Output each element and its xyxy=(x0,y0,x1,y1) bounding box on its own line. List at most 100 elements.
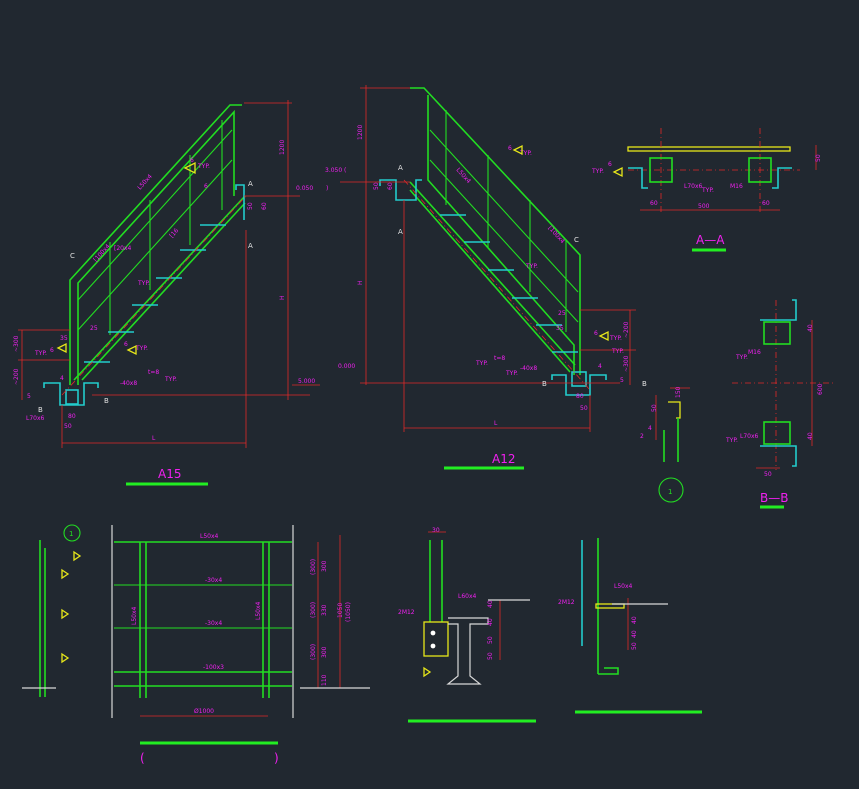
a12-midrail-2 xyxy=(429,159,579,323)
a15-dim-h-text: H xyxy=(279,295,286,300)
detail1-weld-2: 2 xyxy=(640,433,644,440)
aa-weld-symbol xyxy=(612,166,623,178)
a12-elev-top-paren: ( xyxy=(344,167,346,174)
aa-view-title: A—A xyxy=(696,233,725,247)
a15-mark-a1: A xyxy=(248,180,253,188)
a15-typ-1: TYP. xyxy=(197,163,210,170)
rail-dim-330: 330 xyxy=(321,604,328,616)
a15-dim-50: 50 xyxy=(247,202,254,210)
bb-bracket-top xyxy=(760,299,797,321)
a15-typ-2: TYP. xyxy=(137,280,150,287)
a15-dim-left-upper: ~300 xyxy=(13,335,20,352)
rail-detail-ref-circle xyxy=(63,524,81,542)
a12-view-title: A12 xyxy=(492,452,515,466)
a12-stringer-inner xyxy=(427,95,575,375)
a15-view-title: A15 xyxy=(158,467,181,481)
a15-centerline xyxy=(61,195,247,396)
a15-midrail-2 xyxy=(77,129,233,301)
rail-dim-total: 1050 xyxy=(337,603,344,618)
bb-angle-bottom xyxy=(763,421,791,445)
rail-toe-board-label: -100x3 xyxy=(203,664,224,671)
a12-member-c100: [100x4 xyxy=(547,225,566,246)
a15-midrail-1 xyxy=(77,159,233,331)
a15-weld-6d: 6 xyxy=(50,347,54,354)
a15-weld-5: 5 xyxy=(27,393,31,400)
aa-angle: L70x6 xyxy=(684,183,703,190)
d2-dim-50b: 50 xyxy=(487,652,494,660)
rail-dim-300c: (300) xyxy=(310,644,317,660)
a12-dim-right-lower: ~300 xyxy=(623,355,630,372)
a15-weld-6a: 6 xyxy=(190,157,194,164)
d3-dim-40: 40 xyxy=(631,616,638,624)
detail1-dim-150: 150 xyxy=(675,386,682,398)
rail-weld-3 xyxy=(61,652,70,664)
a12-dim-top-text: 1200 xyxy=(357,125,364,140)
rail-dim-300a: (300) xyxy=(310,559,317,575)
d3-angle xyxy=(598,667,619,675)
a12-stringer-outer xyxy=(410,87,581,375)
d3-plate xyxy=(595,603,625,609)
view-a12: 3.050 ( 0.000 1200 H L ~200 ~300 TYP. TY… xyxy=(325,85,647,432)
d3-dim-50: 50 xyxy=(631,642,638,650)
a15-mark-a2: A xyxy=(248,242,253,250)
d2-bolt-2 xyxy=(430,643,436,649)
detail1-callout-circle xyxy=(658,477,684,503)
rail-post-label-right: L50x4 xyxy=(255,601,262,620)
a12-typ-4: TYP. xyxy=(611,348,624,355)
a12-mark-c: C xyxy=(574,236,579,244)
a12-weld-symbol-1 xyxy=(512,144,523,156)
a15-stringer-outer xyxy=(69,104,242,385)
a12-midrail-1 xyxy=(429,129,579,293)
detail-1: 4 2 50 150 1 xyxy=(640,386,690,503)
a15-t8: t=8 xyxy=(148,369,159,376)
d2-weld-symbol xyxy=(423,666,432,678)
a15-dim-l-text: L xyxy=(152,435,156,442)
a15-base-bracket xyxy=(43,382,99,406)
a15-weld-4: 4 xyxy=(60,375,64,382)
d2-dim-40: 40 xyxy=(487,600,494,608)
a15-elev-top: 0.050 xyxy=(296,185,313,192)
a12-dim-80: 80 xyxy=(576,393,584,400)
a12-top-bracket xyxy=(379,179,422,201)
rail-detail-ref: 1 xyxy=(69,530,73,538)
a15-dim-25: 25 xyxy=(90,325,98,332)
a12-mark-a1: A xyxy=(398,164,403,172)
d2-dim-50: 50 xyxy=(487,636,494,644)
rail-weld-1 xyxy=(61,568,70,580)
aa-dim-right: 60 xyxy=(762,200,770,207)
a15-angle-l70: L70x6 xyxy=(26,415,45,422)
bb-dim-total: 600 xyxy=(817,383,824,395)
d3-bolt-label: 2M12 xyxy=(558,599,575,606)
detail1-weld-4: 4 xyxy=(648,425,652,432)
rail-weld-4 xyxy=(73,550,82,562)
a12-dim-50: 50 xyxy=(373,182,380,190)
detail1-callout-number: 1 xyxy=(668,488,672,496)
d2-plate xyxy=(423,621,449,657)
aa-channel-left xyxy=(628,167,648,189)
bb-bolt: M16 xyxy=(748,349,761,356)
a12-dim-l-text: L xyxy=(494,420,498,427)
railing-elevation: 1 L50x4 -30x4 -30x4 -100x3 L50x4 L50x4 Ø… xyxy=(22,524,370,718)
a15-dim-60: 60 xyxy=(261,202,268,210)
a12-typ-2: TYP. xyxy=(525,263,538,270)
a12-flat-40: -40x8 xyxy=(520,365,537,372)
bb-angle-top xyxy=(763,321,791,345)
aa-angle-left xyxy=(649,157,673,183)
a12-dim-right-upper: ~200 xyxy=(623,321,630,338)
section-bb: TYP. M16 L70x6 TYP. 600 40 40 50 xyxy=(725,299,834,478)
a15-top-bracket xyxy=(235,184,245,220)
rail-title-open-paren: ( xyxy=(140,751,145,765)
a15-dim-left-lower: ~200 xyxy=(13,368,20,385)
a15-weld-6b: 6 xyxy=(204,183,208,190)
rail-span-label: Ø1000 xyxy=(194,708,214,715)
a15-member-c: [20x4 xyxy=(114,245,132,252)
a15-dim-top-text: 1200 xyxy=(279,140,286,155)
detail1-dim-50: 50 xyxy=(651,404,658,412)
aa-typ: TYP. xyxy=(591,168,604,175)
bb-typ-2: TYP. xyxy=(725,437,738,444)
bb-dim-top: 40 xyxy=(807,324,814,332)
a12-stringer-lower-b xyxy=(409,189,571,373)
d3-member-label: L50x4 xyxy=(614,583,633,590)
aa-bolt: M16 xyxy=(730,183,743,190)
bb-view-title: B—B xyxy=(760,491,788,505)
